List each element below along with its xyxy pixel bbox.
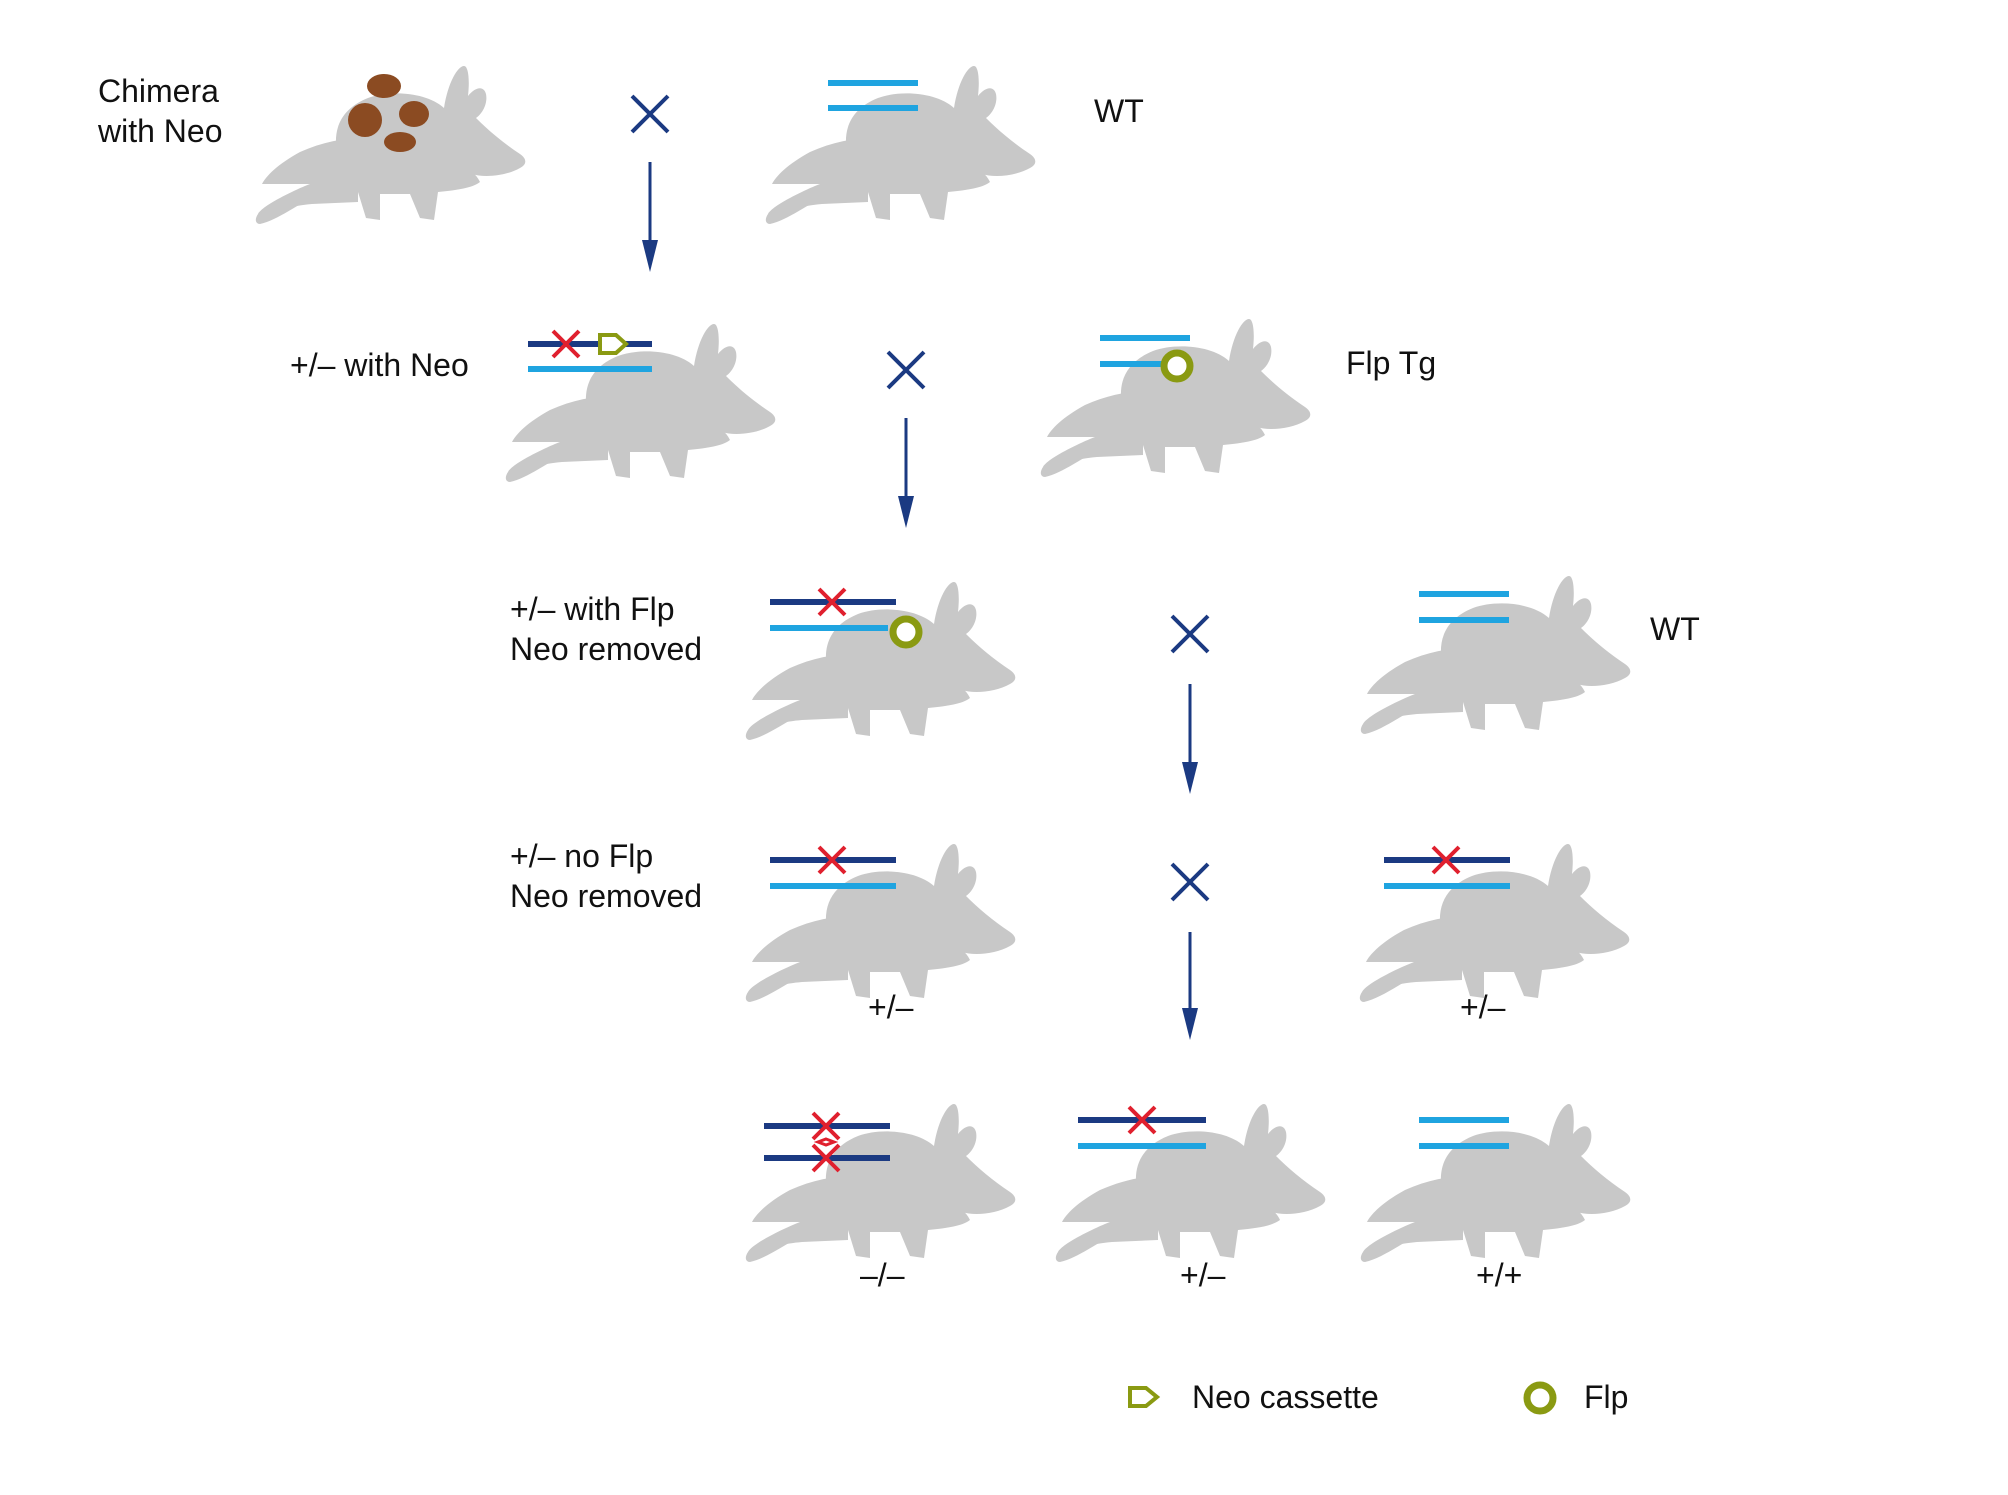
neo-cassette-icon — [598, 333, 629, 355]
het-noflp-mouse-left — [745, 844, 1016, 1002]
arrow-down — [1182, 932, 1198, 1040]
legend-flp-label: Flp — [1584, 1379, 1628, 1415]
wt-mouse-top — [765, 66, 1036, 224]
chimera-spot — [348, 103, 382, 137]
chimera-label-line1: Chimera — [98, 73, 219, 109]
flp-icon — [889, 615, 923, 649]
het-flp-label-line1: +/– with Flp — [510, 591, 675, 627]
cross-symbol — [1170, 614, 1210, 654]
chimera-label-line2: with Neo — [97, 113, 223, 149]
wt-mid-label: WT — [1650, 611, 1700, 647]
het-noflp-label-line1: +/– no Flp — [510, 838, 653, 874]
wt-mouse-bottom — [1360, 1104, 1631, 1262]
arrow-down — [1182, 684, 1198, 794]
arrow-down — [898, 418, 914, 528]
wt-top-label: WT — [1094, 93, 1144, 129]
genotype-het-left: +/– — [868, 989, 914, 1025]
cross-symbol — [1170, 862, 1210, 902]
genotype-het-bottom: +/– — [1180, 1257, 1226, 1293]
het-noflp-mouse-right — [1359, 844, 1630, 1002]
knockout-mark — [813, 1137, 839, 1147]
legend: Neo cassette Flp — [1128, 1379, 1628, 1415]
het-flp-label-line2: Neo removed — [510, 631, 702, 667]
ko-mouse — [745, 1104, 1016, 1262]
het-noflp-label-line2: Neo removed — [510, 878, 702, 914]
genotype-ko: –/– — [860, 1257, 905, 1293]
neo-cassette-icon — [1128, 1386, 1161, 1408]
genotype-wt-bottom: +/+ — [1476, 1257, 1522, 1293]
het-mouse-bottom — [1055, 1104, 1326, 1262]
flp-icon — [1160, 349, 1194, 383]
cross-symbol — [886, 350, 926, 390]
genotype-het-right: +/– — [1460, 989, 1506, 1025]
chimera-spot — [367, 74, 401, 98]
cross-symbol — [630, 94, 670, 134]
het-neo-mouse — [505, 324, 776, 482]
wt-mouse-mid — [1360, 576, 1631, 734]
chimera-mouse — [255, 66, 526, 224]
flp-icon — [1523, 1381, 1557, 1415]
legend-neo-label: Neo cassette — [1192, 1379, 1379, 1415]
chimera-spot — [399, 101, 429, 127]
flp-tg-mouse — [1040, 319, 1311, 477]
het-neo-label: +/– with Neo — [290, 347, 469, 383]
het-flp-mouse — [745, 582, 1016, 740]
flp-tg-label: Flp Tg — [1346, 345, 1436, 381]
chimera-spot — [384, 132, 416, 152]
arrow-down — [642, 162, 658, 272]
